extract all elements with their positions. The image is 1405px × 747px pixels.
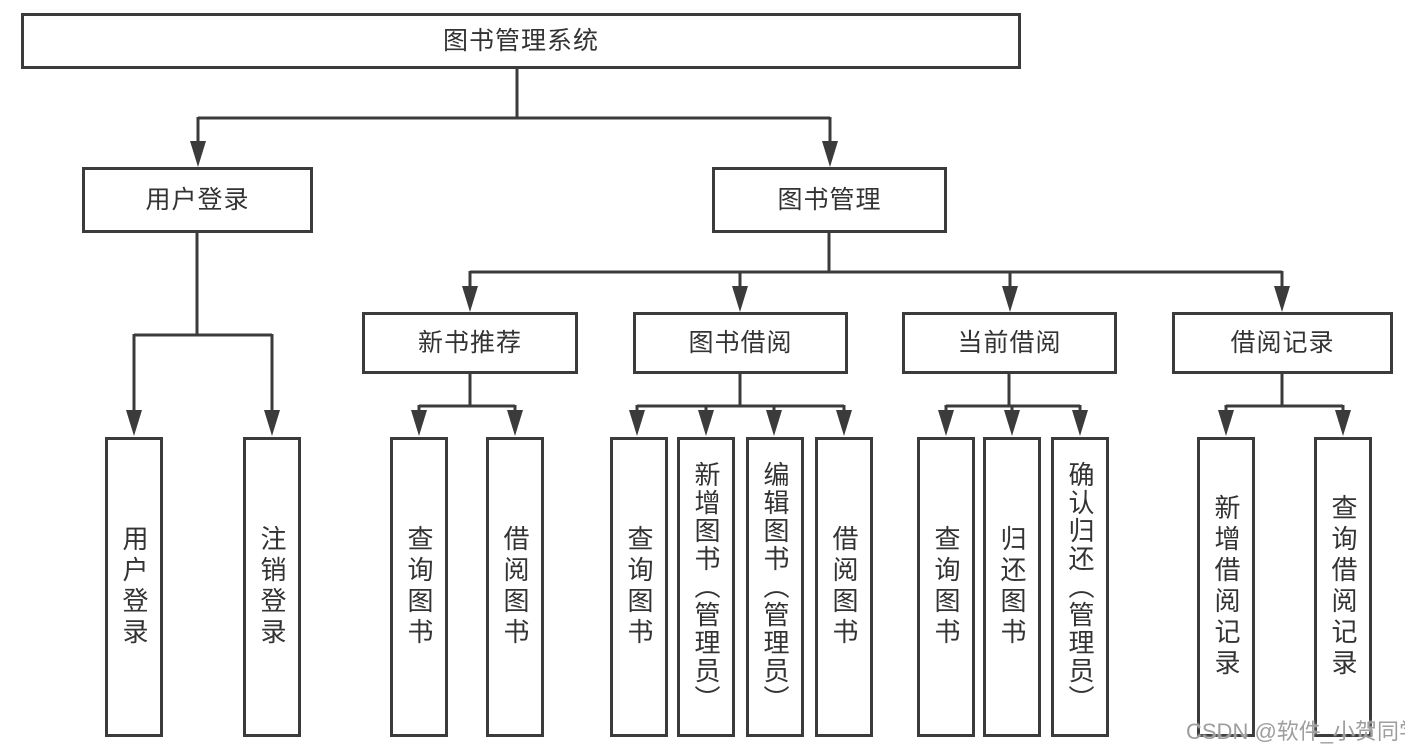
leaf-borrow-edit-book-label: 编辑图书（管理员） <box>760 461 790 713</box>
node-book-borrow-label: 图书借阅 <box>688 328 793 357</box>
leaf-borrow-query-label: 查询图书 <box>624 525 654 649</box>
leaf-borrow-edit-book: 编辑图书（管理员） <box>746 437 804 737</box>
node-user-login-label: 用户登录 <box>145 185 250 214</box>
node-borrow-records-label: 借阅记录 <box>1230 328 1335 357</box>
node-book-borrow: 图书借阅 <box>633 312 848 374</box>
leaf-newbook-query-label: 查询图书 <box>404 525 434 649</box>
leaf-current-query-label: 查询图书 <box>931 525 961 649</box>
leaf-user-login-label: 用户登录 <box>119 525 149 649</box>
leaf-records-add: 新增借阅记录 <box>1197 437 1255 737</box>
leaf-borrow-add-book-label: 新增图书（管理员） <box>691 461 721 713</box>
node-root: 图书管理系统 <box>21 13 1021 69</box>
node-current-borrow: 当前借阅 <box>902 312 1117 374</box>
leaf-borrow-borrow-book: 借阅图书 <box>815 437 873 737</box>
node-root-label: 图书管理系统 <box>442 26 599 55</box>
leaf-records-query: 查询借阅记录 <box>1314 437 1372 737</box>
csdn-watermark: CSDN @软件_小贺同学 <box>1186 719 1405 744</box>
node-user-login: 用户登录 <box>82 167 313 233</box>
leaf-current-query: 查询图书 <box>917 437 975 737</box>
leaf-user-login: 用户登录 <box>105 437 163 737</box>
leaf-logout: 注销登录 <box>243 437 301 737</box>
node-current-borrow-label: 当前借阅 <box>957 328 1062 357</box>
node-borrow-records: 借阅记录 <box>1172 312 1393 374</box>
node-new-book-rec-label: 新书推荐 <box>417 328 522 357</box>
leaf-borrow-borrow-book-label: 借阅图书 <box>829 525 859 649</box>
leaf-newbook-borrow: 借阅图书 <box>486 437 544 737</box>
leaf-current-return: 归还图书 <box>983 437 1041 737</box>
leaf-logout-label: 注销登录 <box>257 525 287 649</box>
leaf-borrow-add-book: 新增图书（管理员） <box>677 437 735 737</box>
leaf-newbook-borrow-label: 借阅图书 <box>500 525 530 649</box>
node-new-book-rec: 新书推荐 <box>362 312 578 374</box>
node-book-mgmt-label: 图书管理 <box>777 185 882 214</box>
leaf-records-query-label: 查询借阅记录 <box>1328 494 1358 680</box>
node-book-mgmt: 图书管理 <box>712 167 947 233</box>
leaf-borrow-query: 查询图书 <box>610 437 668 737</box>
leaf-records-add-label: 新增借阅记录 <box>1211 494 1241 680</box>
leaf-newbook-query: 查询图书 <box>390 437 448 737</box>
leaf-current-confirm-return-label: 确认归还（管理员） <box>1065 461 1095 713</box>
leaf-current-confirm-return: 确认归还（管理员） <box>1051 437 1109 737</box>
leaf-current-return-label: 归还图书 <box>997 525 1027 649</box>
